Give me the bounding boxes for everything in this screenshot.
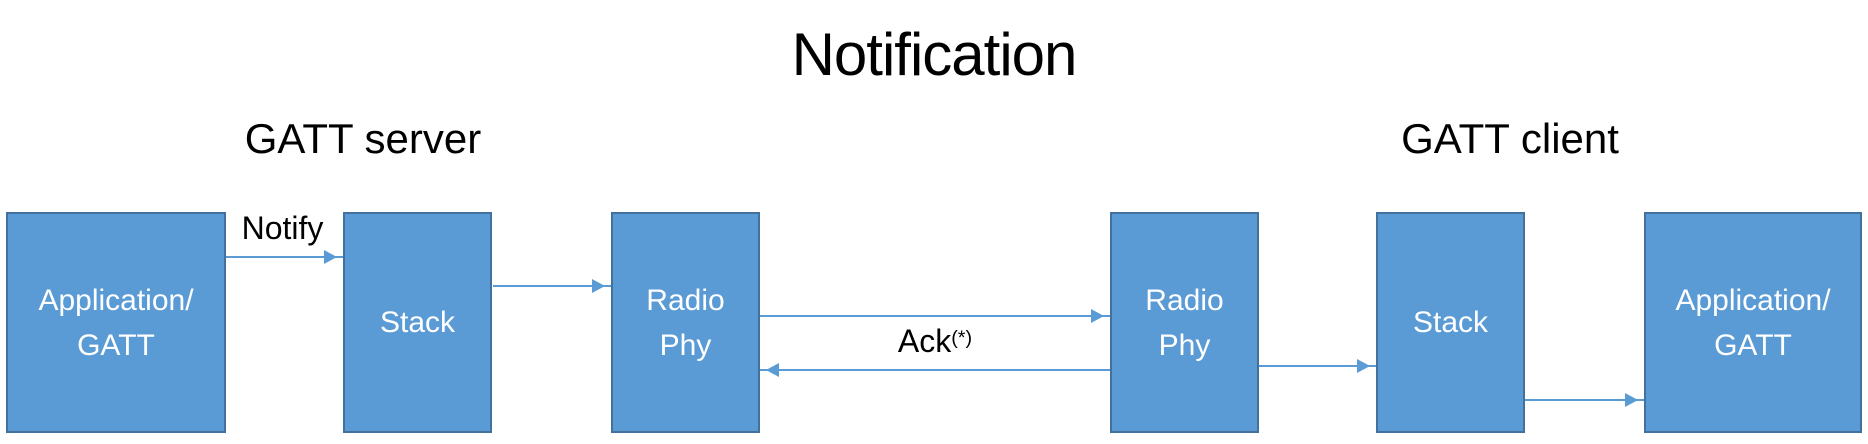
ack-label: Ack(*): [760, 323, 1110, 360]
node-client-stack: Stack: [1376, 212, 1525, 433]
diagram-title: Notification: [791, 21, 1078, 88]
node-label: Stack: [1412, 306, 1489, 339]
node-server-radio-phy: Radio Phy: [611, 212, 760, 433]
node-label: Radio Phy: [646, 283, 725, 362]
notify-label: Notify: [241, 210, 324, 246]
node-label: Stack: [379, 306, 456, 339]
ack-label-base: Ack: [897, 323, 952, 359]
gatt-client-label: GATT client: [1401, 115, 1619, 162]
node-label: Radio Phy: [1145, 283, 1224, 362]
node-label: Application/ GATT: [38, 283, 194, 362]
arrow-radio-to-radio: [760, 309, 1110, 323]
arrow-server-stack-to-radio: [493, 279, 611, 293]
node-label: Application/ GATT: [1675, 283, 1831, 362]
gatt-server-label: GATT server: [244, 115, 482, 162]
node-client-radio-phy: Radio Phy: [1110, 212, 1259, 433]
arrow-notify-app-to-stack: [226, 250, 343, 264]
arrow-client-radio-to-stack: [1259, 359, 1376, 373]
node-client-application-gatt: Application/ GATT: [1644, 212, 1862, 433]
arrow-ack-radio-to-radio: [760, 363, 1110, 377]
ack-label-superscript: (*): [951, 327, 973, 349]
node-server-application-gatt: Application/ GATT: [6, 212, 226, 433]
arrow-client-stack-to-app: [1525, 393, 1644, 407]
node-server-stack: Stack: [343, 212, 492, 433]
